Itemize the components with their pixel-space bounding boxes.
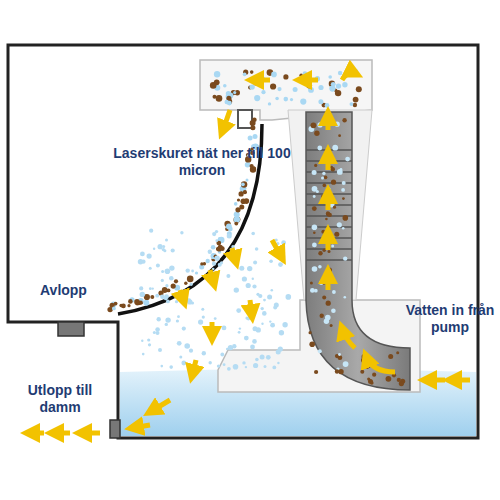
- drain-pipe: [58, 322, 84, 336]
- callout-label: Laserskuret nät ner till 100 micron: [112, 145, 292, 179]
- bubbles-and-debris: [107, 69, 405, 386]
- callout-label: Utlopp till damm: [20, 382, 100, 416]
- riser-pipe: [306, 112, 410, 390]
- weir: [238, 110, 252, 128]
- flow-arrows: [28, 73, 470, 433]
- pipe-ribs: [306, 150, 352, 260]
- housing: [8, 45, 478, 438]
- outlet-pipe: [110, 420, 120, 438]
- callout-label: Vatten in från pump: [404, 302, 496, 336]
- callout-label: Avlopp: [40, 282, 110, 299]
